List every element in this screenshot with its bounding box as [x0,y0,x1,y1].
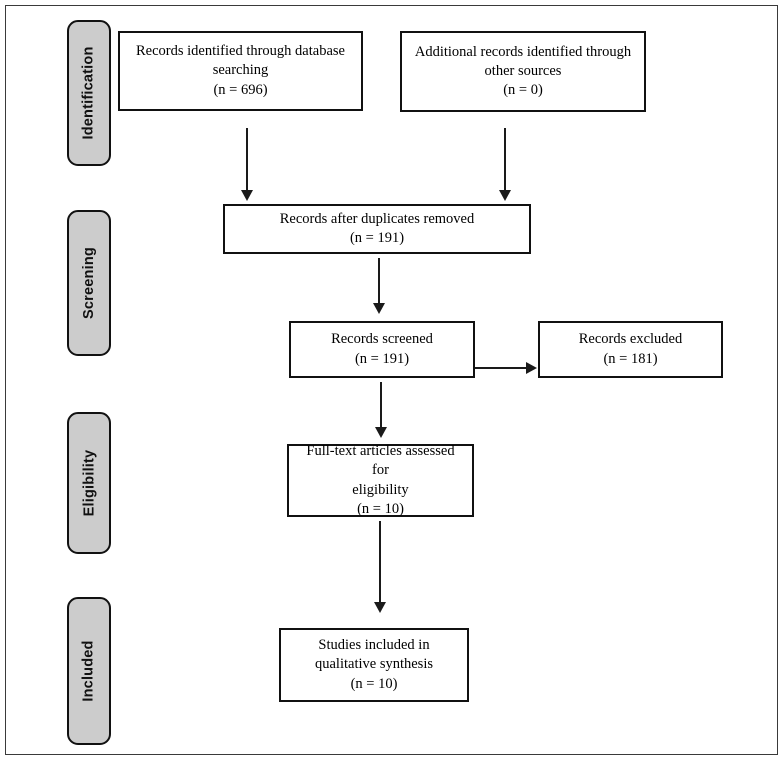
box-records-after-duplicates-removed-text: Records after duplicates removed (n = 19… [279,210,475,246]
box-records-excluded-text: Records excluded (n = 181) [578,331,683,367]
stage-label-included-text: Included [81,640,97,702]
box-records-identified-database: Records identified through database sear… [118,31,363,111]
connector-identified-to-duplicates-line [246,128,248,193]
stage-label-eligibility: Eligibility [67,412,111,554]
box-additional-records-other-sources: Additional records identified through ot… [400,31,646,112]
box-full-text-articles-assessed-text: Full-text articles assessed for eligibil… [306,443,455,517]
connector-fulltext-to-included-arrowhead [374,602,386,613]
connector-additional-to-duplicates-line [504,128,506,193]
connector-screened-to-excluded-arrowhead [526,362,537,374]
box-studies-included-qualitative-text: Studies included in qualitative synthesi… [315,637,433,692]
connector-duplicates-to-screened-arrowhead [373,303,385,314]
box-records-screened-text: Records screened (n = 191) [331,331,433,367]
connector-duplicates-to-screened-line [378,258,380,305]
stage-label-identification: Identification [67,20,111,166]
box-records-screened: Records screened (n = 191) [289,321,475,378]
stage-label-eligibility-text: Eligibility [81,449,97,517]
connector-screened-to-fulltext-line [380,382,382,429]
box-records-identified-database-text: Records identified through database sear… [136,43,345,98]
stage-label-screening: Screening [67,210,111,356]
diagram-frame [5,5,778,755]
box-records-excluded: Records excluded (n = 181) [538,321,723,378]
stage-label-identification-text: Identification [81,46,97,140]
connector-identified-to-duplicates-arrowhead [241,190,253,201]
box-studies-included-qualitative: Studies included in qualitative synthesi… [279,628,469,702]
box-records-after-duplicates-removed: Records after duplicates removed (n = 19… [223,204,531,254]
connector-additional-to-duplicates-arrowhead [499,190,511,201]
connector-screened-to-fulltext-arrowhead [375,427,387,438]
box-full-text-articles-assessed: Full-text articles assessed for eligibil… [287,443,474,517]
connector-screened-to-excluded-line [475,367,528,369]
stage-label-included: Included [67,597,111,745]
connector-fulltext-to-included-line [379,521,381,604]
box-additional-records-other-sources-text: Additional records identified through ot… [414,43,632,99]
stage-label-screening-text: Screening [81,247,98,319]
